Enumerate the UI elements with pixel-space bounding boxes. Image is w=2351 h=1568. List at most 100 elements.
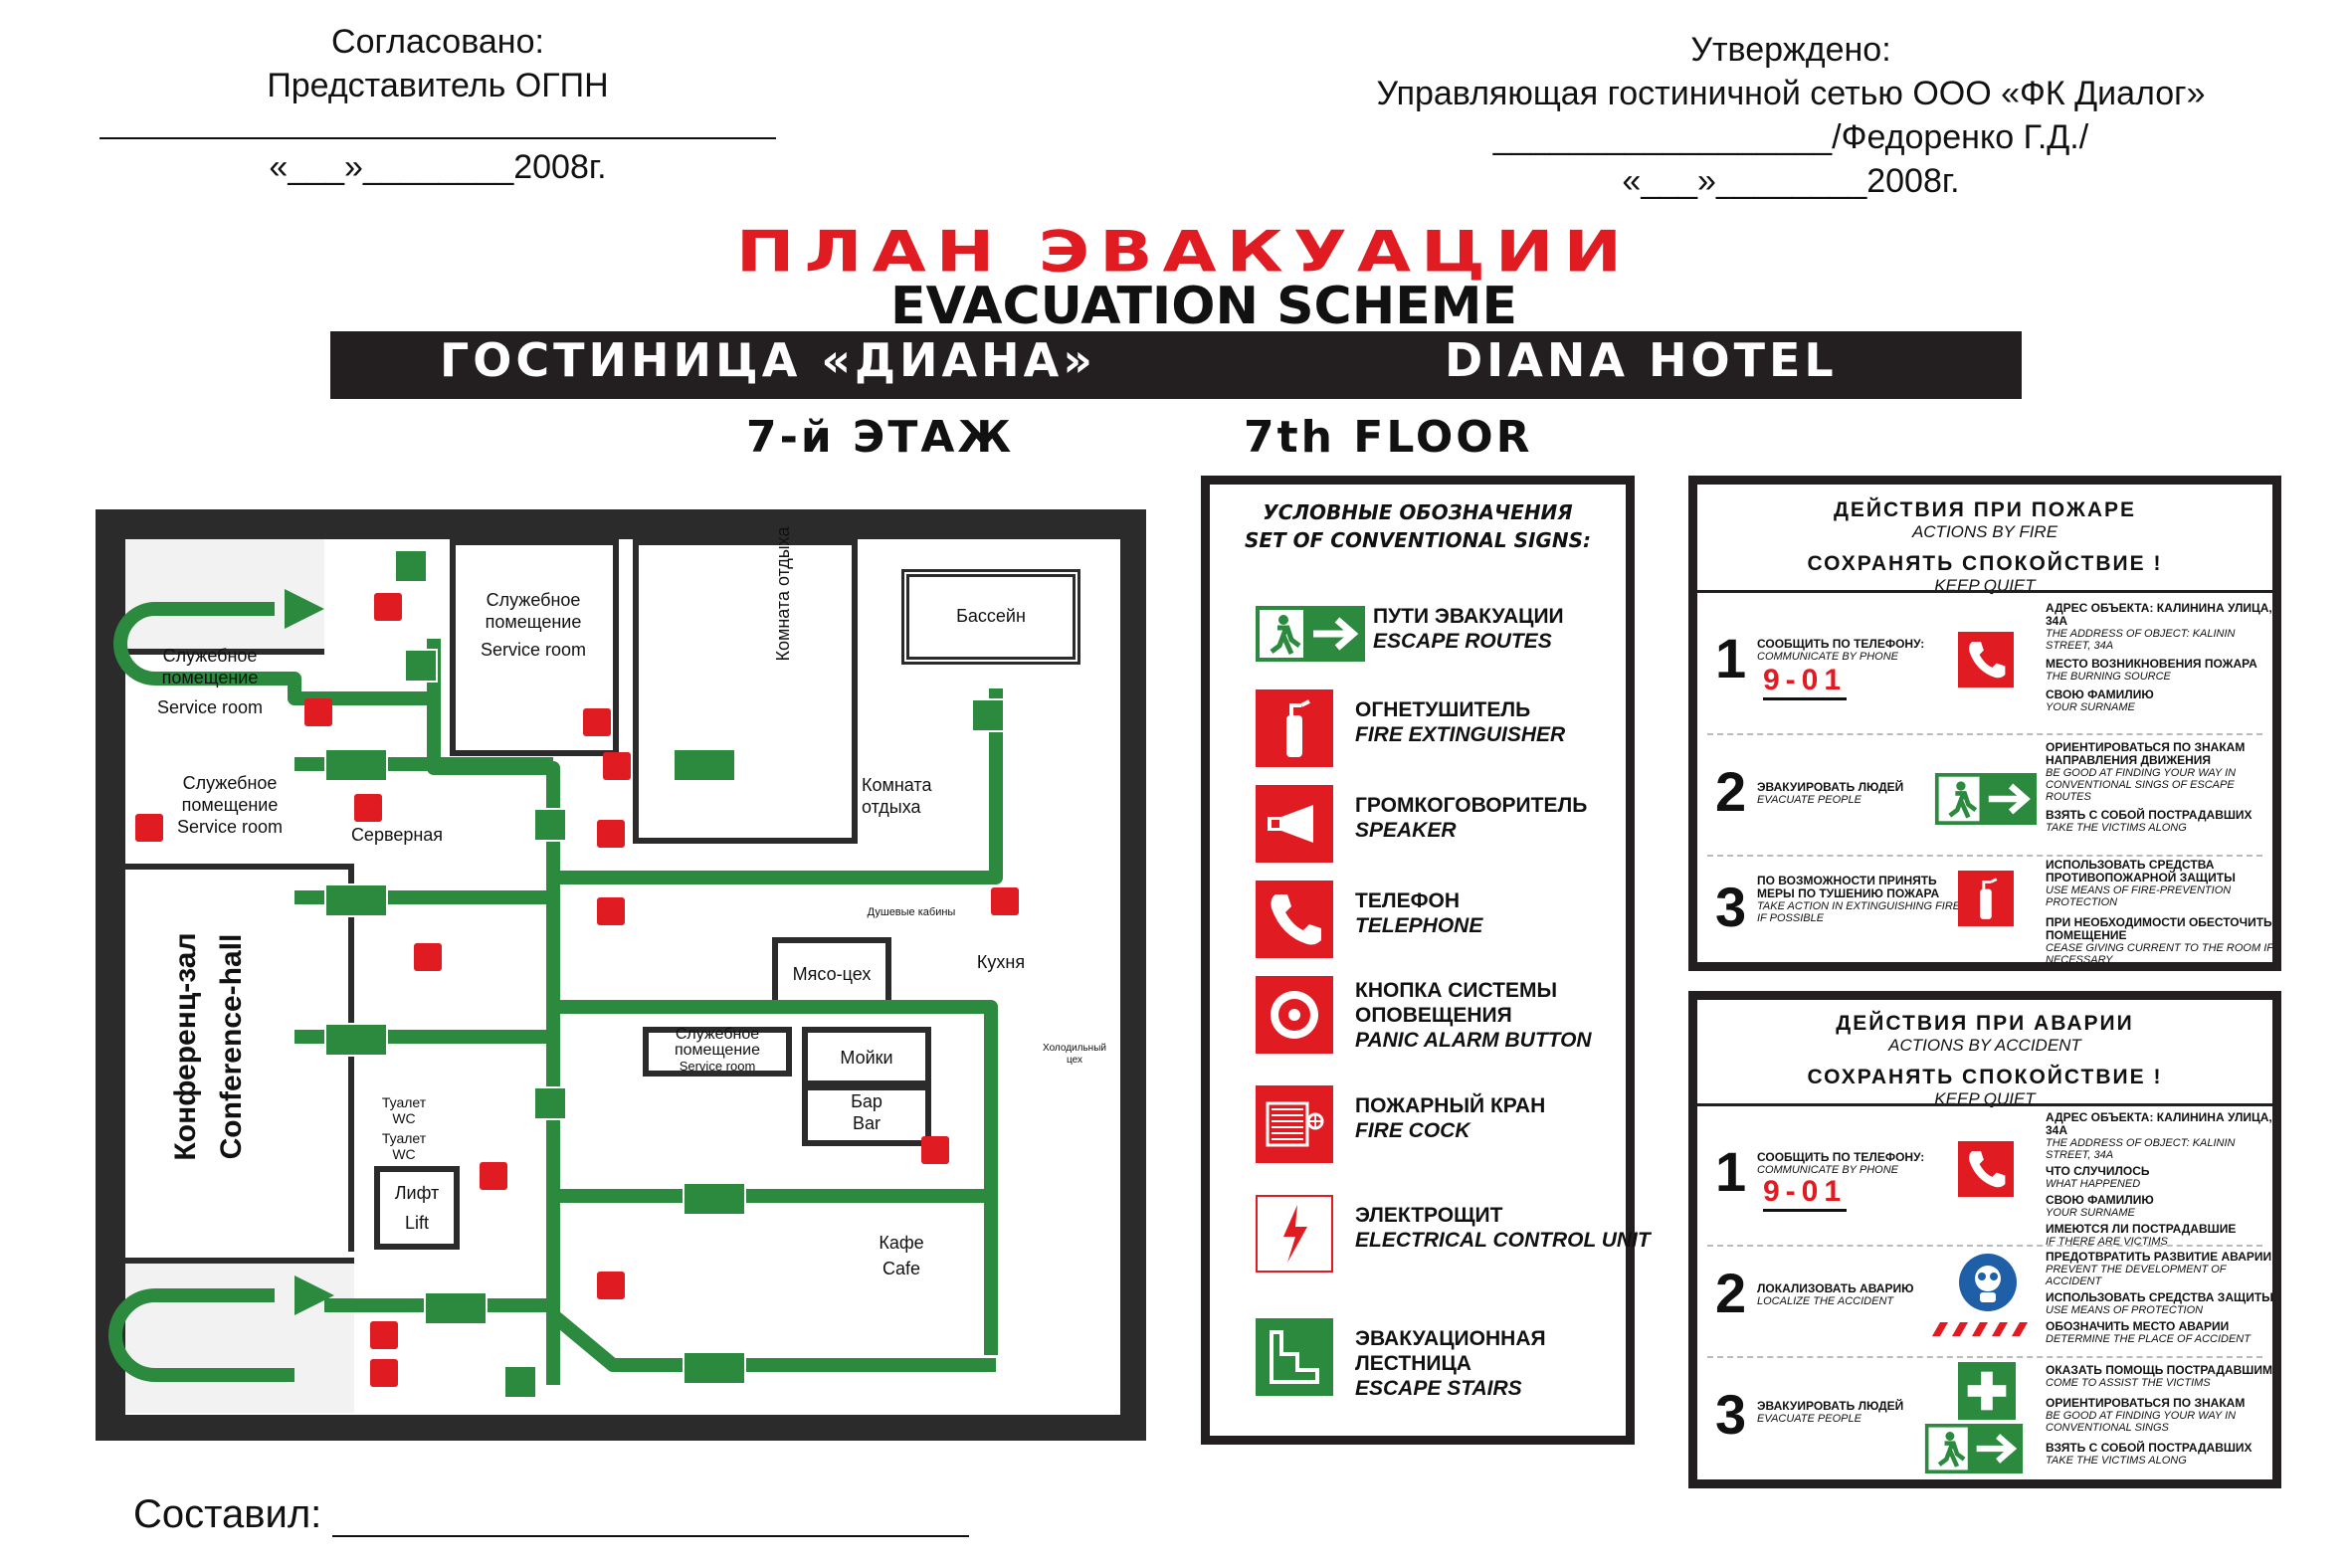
label-en: Service room: [480, 640, 587, 660]
note-ru: ОРИЕНТИРОВАТЬСЯ ПО ЗНАКАМ НАПРАВЛЕНИЯ ДВ…: [2046, 740, 2246, 767]
fire-head-ru: ДЕЙСТВИЯ ПРИ ПОЖАРЕ: [1833, 498, 2137, 521]
approval-right-line1: Утверждено:: [1690, 31, 1891, 69]
fire-step-2-number: 2: [1715, 760, 1747, 823]
note-en: WHAT HAPPENED: [2046, 1178, 2141, 1190]
note-ru: АДРЕС ОБЪЕКТА: КАЛИНИНА УЛИЦА, 34А: [2046, 601, 2272, 628]
exit-sign-icon: [673, 748, 736, 782]
label-en: Service room: [156, 697, 264, 717]
fire-extinguisher-icon: [603, 752, 631, 780]
label-cafe: Кафе Cafe: [852, 1232, 951, 1279]
compiled-by-line: [332, 1505, 970, 1537]
escape-stairs-icon: [503, 1365, 537, 1399]
accident-step-3-text: ЭВАКУИРОВАТЬ ЛЮДЕЙ EVACUATE PEOPLE: [1757, 1400, 1936, 1426]
label-meat-shop: Мясо-цех: [792, 964, 872, 984]
legend-en: ELECTRICAL CONTROL UNIT: [1355, 1229, 1651, 1252]
note-en: USE MEANS OF FIRE-PREVENTION PROTECTION: [2046, 884, 2232, 908]
note-ru: ПРЕДОТВРАТИТЬ РАЗВИТИЕ АВАРИИ: [2046, 1250, 2272, 1264]
evacuation-routes: [108, 589, 1003, 1385]
telephone-icon: [1958, 632, 2014, 687]
approval-right-date: «___»________2008г.: [1622, 162, 1960, 200]
telephone-icon: [991, 887, 1019, 915]
label-en: Service room: [679, 1059, 756, 1074]
note-en: COME TO ASSIST THE VICTIMS: [2046, 1377, 2211, 1389]
note-en: THE ADDRESS OF OBJECT: KALININ STREET, 3…: [2046, 628, 2236, 652]
legend-title-en: SET OF CONVENTIONAL SIGNS:: [1244, 528, 1591, 552]
legend-ru: ГРОМКОГОВОРИТЕЛЬ: [1355, 794, 1588, 817]
note-en: CEASE GIVING CURRENT TO THE ROOM IF NECE…: [2046, 942, 2273, 966]
step-ru: СООБЩИТЬ ПО ТЕЛЕФОНУ:: [1757, 637, 1925, 651]
legend-en: ESCAPE ROUTES: [1373, 630, 1552, 653]
label-kitchen: Кухня: [976, 952, 1026, 972]
note-ru: ИСПОЛЬЗОВАТЬ СРЕДСТВА ПРОТИВОПОЖАРНОЙ ЗА…: [2046, 858, 2236, 884]
accident-step-1-text: СООБЩИТЬ ПО ТЕЛЕФОНУ: COMMUNICATE BY PHO…: [1757, 1151, 1936, 1177]
fire-calm-en: KEEP QUIET: [1934, 576, 2036, 595]
label-en: Lift: [404, 1213, 429, 1233]
exit-sign-icon: [404, 649, 438, 683]
speaker-icon: [597, 1272, 625, 1299]
note-en: TAKE THE VICTIMS ALONG: [2046, 1455, 2187, 1467]
label-service-room-center: Служебное помещение Service room: [643, 1027, 792, 1075]
legend-ru: ПУТИ ЭВАКУАЦИИ: [1373, 605, 1564, 628]
telephone-icon: [1256, 881, 1333, 958]
accident-header: ДЕЙСТВИЯ ПРИ АВАРИИ ACTIONS BY ACCIDENT …: [1697, 1012, 2272, 1109]
note-ru: МЕСТО ВОЗНИКНОВЕНИЯ ПОЖАРА: [2046, 657, 2257, 671]
stairs-bottom: [125, 1258, 354, 1413]
exit-sign-icon: [324, 883, 388, 917]
alarm-button-icon: [374, 593, 402, 621]
label-en: Cafe: [882, 1259, 921, 1278]
exit-sign-icon: [533, 1086, 567, 1120]
label-ru: Служебное помещение: [181, 773, 279, 815]
note-ru: ЧТО СЛУЧИЛОСЬ: [2046, 1164, 2150, 1178]
note-en: THE ADDRESS OF OBJECT: KALININ STREET, 3…: [2046, 1137, 2236, 1161]
label-service-room-left2: Служебное помещение Service room: [165, 772, 294, 838]
label-ru: Служебное помещение: [485, 590, 582, 632]
note-ru: ОКАЗАТЬ ПОМОЩЬ ПОСТРАДАВШИМ: [2046, 1363, 2272, 1377]
divider: [1707, 855, 2262, 857]
legend-ru: ПОЖАРНЫЙ КРАН: [1355, 1094, 1546, 1117]
label-lift: Лифт Lift: [374, 1182, 460, 1234]
telephone-icon: [583, 708, 611, 736]
note-en: TAKE THE VICTIMS ALONG: [2046, 822, 2187, 834]
accident-calm-en: KEEP QUIET: [1934, 1089, 2036, 1108]
speaker-icon: [597, 897, 625, 925]
label-service-room-top: Служебное помещение Service room: [454, 589, 613, 661]
hotel-banner: ГОСТИНИЦА «ДИАНА» DIANA HOTEL: [330, 331, 2022, 399]
accident-step-1-number: 1: [1715, 1140, 1747, 1203]
bar-room: [802, 1084, 931, 1146]
legend-en: FIRE EXTINGUISHER: [1355, 723, 1566, 746]
step-ru: ЭВАКУИРОВАТЬ ЛЮДЕЙ: [1757, 780, 1904, 794]
label-conference-en: Conference-hall: [215, 933, 248, 1160]
approval-right: Утверждено: Управляющая гостиничной сеть…: [1273, 28, 2308, 203]
note-en: DETERMINE THE PLACE OF ACCIDENT: [2046, 1333, 2251, 1345]
speaker-icon: [597, 820, 625, 848]
fire-phone-number: 9-01: [1763, 664, 1848, 700]
note-ru: АДРЕС ОБЪЕКТА: КАЛИНИНА УЛИЦА, 34А: [2046, 1110, 2272, 1137]
legend-en: TELEPHONE: [1355, 914, 1483, 937]
legend-ru: КНОПКА СИСТЕМЫ ОПОВЕЩЕНИЯ: [1355, 979, 1558, 1027]
speaker-icon: [414, 943, 442, 971]
step-en: LOCALIZE THE ACCIDENT: [1757, 1295, 1894, 1307]
accident-phone-number: 9-01: [1763, 1175, 1848, 1212]
fire-calm-ru: СОХРАНЯТЬ СПОКОЙСТВИЕ !: [1807, 552, 2163, 575]
note-en: BE GOOD AT FINDING YOUR WAY IN CONVENTIO…: [2046, 767, 2237, 803]
lounge-mid: [633, 539, 858, 844]
label-ru: Служебное помещение: [161, 646, 259, 687]
step-en: COMMUNICATE BY PHONE: [1757, 651, 1898, 663]
legend-ru: ЭЛЕКТРОЩИТ: [1355, 1204, 1503, 1227]
alarm-button-icon: [370, 1321, 398, 1349]
fire-extinguisher-icon: [370, 1359, 398, 1387]
title-ru: ПЛАН ЭВАКУАЦИИ: [735, 218, 1633, 286]
